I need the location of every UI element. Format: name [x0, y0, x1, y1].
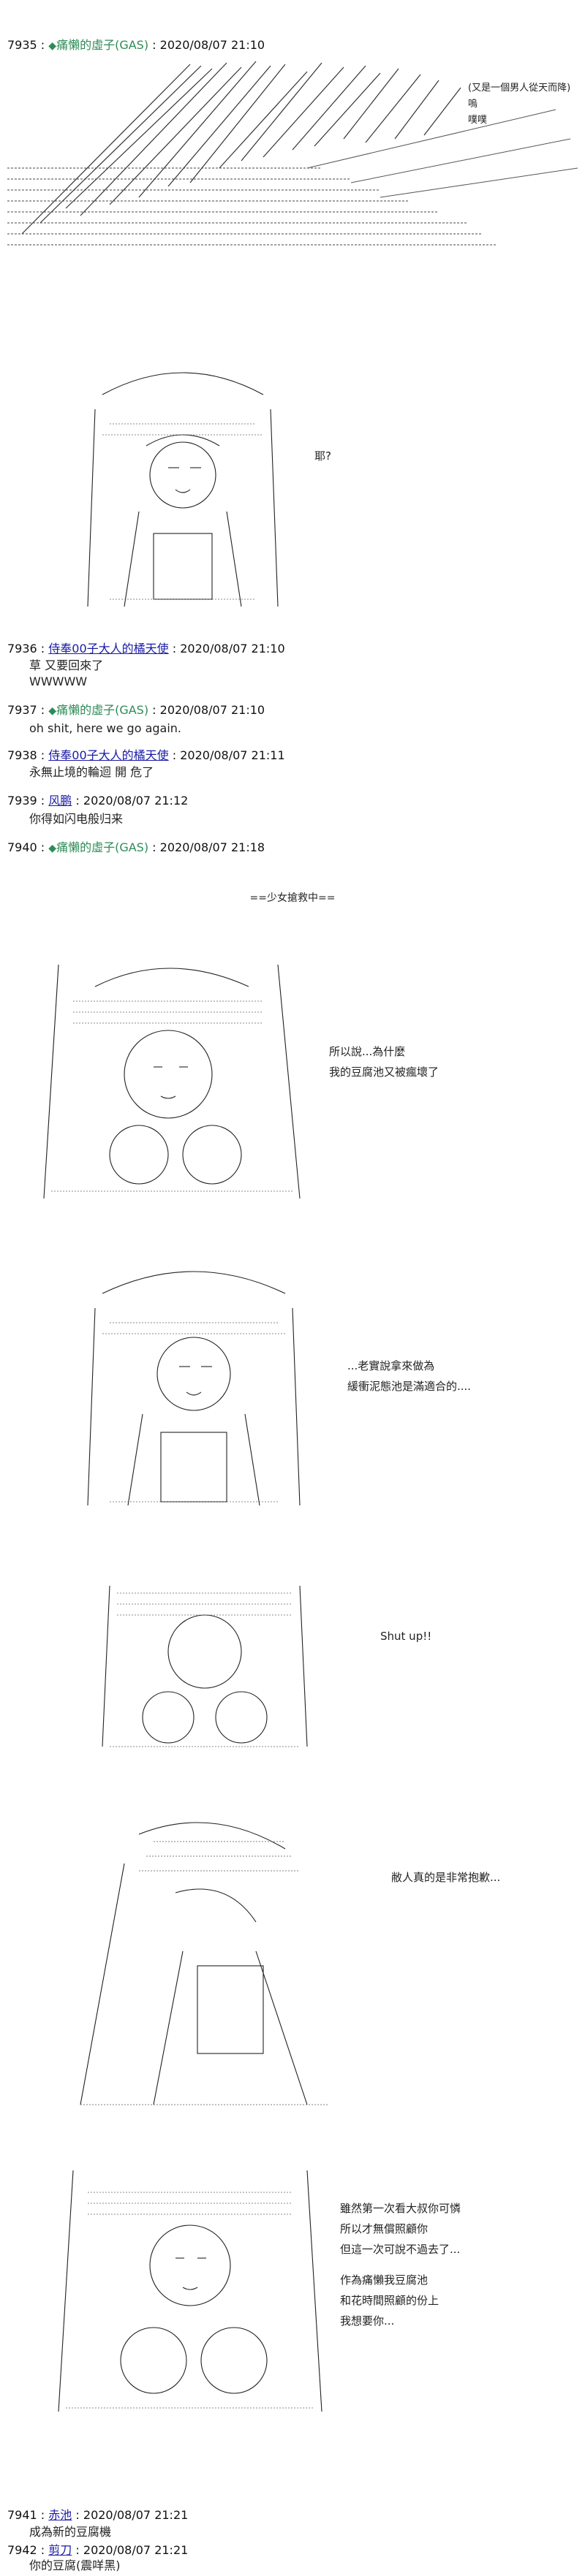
speech-line: 但這一次可說不過去了... [340, 2243, 461, 2256]
post-header-7941: 7941 : 赤池 : 2020/08/07 21:21 [7, 2508, 188, 2523]
speech-line: Shut up!! [380, 1630, 432, 1643]
speech-panel-4: 敝人真的是非常抱歉... [391, 1867, 500, 1888]
speech-line: 和花時間照顧的份上 [340, 2294, 439, 2307]
post-number: 7937 : [7, 703, 45, 717]
speech-line: 我的豆腐池又被瘋壞了 [329, 1065, 439, 1079]
speech-panel-2: ...老實說拿來做為 緩衝泥態池是滿適合的.... [347, 1356, 471, 1397]
post-time: : 2020/08/07 21:21 [75, 2508, 189, 2522]
ascii-art-girl-panel-5 [44, 2163, 336, 2419]
post-time: : 2020/08/07 21:21 [75, 2543, 189, 2557]
post-author[interactable]: 痛懶的虛子(GAS) [56, 840, 149, 854]
post-number: 7941 : [7, 2508, 45, 2522]
post-line: 草 又要回來了 [29, 658, 104, 672]
post-header-7938: 7938 : 侍奉00子大人的橘天使 : 2020/08/07 21:11 [7, 748, 285, 763]
post-author[interactable]: 侍奉00子大人的橘天使 [48, 748, 169, 762]
post-line: 噗噗 [468, 115, 488, 126]
post-number: 7942 : [7, 2543, 45, 2557]
post-author[interactable]: 痛懶的虛子(GAS) [56, 38, 149, 52]
post-header-7940: 7940 : ◆痛懶的虛子(GAS) : 2020/08/07 21:18 [7, 840, 265, 856]
post-line: 成為新的豆腐機 [29, 2525, 112, 2539]
trip-diamond-icon: ◆ [48, 705, 57, 717]
post-time: : 2020/08/07 21:11 [172, 748, 285, 762]
post-body-7938: 永無止境的輪迴 開 危了 [29, 764, 154, 780]
speech-panel-5: 雖然第一次看大叔你可憐 所以才無償照顧你 但這一次可說不過去了... 作為痛懶我… [340, 2198, 461, 2331]
speech-panel-1: 所以說...為什麼 我的豆腐池又被瘋壞了 [329, 1041, 439, 1082]
speech-line: 敝人真的是非常抱歉... [391, 1871, 501, 1884]
post-time: : 2020/08/07 21:18 [152, 840, 265, 854]
post-body-7937: oh shit, here we go again. [29, 721, 181, 737]
post-body-7941: 成為新的豆腐機 [29, 2524, 111, 2540]
post-author[interactable]: 侍奉00子大人的橘天使 [48, 642, 169, 656]
post-header-7937: 7937 : ◆痛懶的虛子(GAS) : 2020/08/07 21:10 [7, 703, 265, 718]
post-body-7942: 你的豆腐(震咩黑) [29, 2558, 121, 2574]
post-author[interactable]: 赤池 [48, 2508, 72, 2522]
speech-line: 作為痛懶我豆腐池 [340, 2273, 429, 2287]
post-number: 7940 : [7, 840, 45, 854]
post-header-7935: 7935 : ◆痛懶的虛子(GAS) : 2020/08/07 21:10 [7, 38, 265, 53]
post-time: : 2020/08/07 21:10 [172, 642, 285, 656]
post-time: : 2020/08/07 21:12 [75, 794, 189, 808]
post-line: 你得如闪电般归来 [29, 812, 124, 826]
ascii-art-girl-panel-3 [95, 1571, 314, 1754]
post-author[interactable]: 痛懶的虛子(GAS) [56, 703, 149, 717]
post-number: 7939 : [7, 794, 45, 808]
post-line: 永無止境的輪迴 開 危了 [29, 765, 154, 779]
post-body-7939: 你得如闪电般归来 [29, 811, 123, 827]
post-author[interactable]: 风鹏 [48, 794, 72, 808]
speech-line: ...老實說拿來做為 [347, 1359, 435, 1372]
speech-panel-3: Shut up!! [380, 1626, 431, 1646]
speech-line: 所以才無償照顧你 [340, 2222, 429, 2235]
post-author[interactable]: 剪刀 [48, 2543, 72, 2557]
ascii-art-man-panel-2 [73, 1264, 314, 1513]
post-body-7936: 草 又要回來了 WWWWW [29, 658, 103, 690]
post-line: oh shit, here we go again. [29, 721, 182, 735]
interlude-caption: ==少女搶救中== [249, 892, 336, 904]
trip-diamond-icon: ◆ [48, 40, 57, 52]
ascii-art-man-character [73, 365, 292, 614]
ascii-art-meteor-streaks [0, 58, 585, 256]
post-header-7936: 7936 : 侍奉00子大人的橘天使 : 2020/08/07 21:10 [7, 642, 285, 656]
ascii-art-man-bowing-panel-4 [66, 1805, 344, 2112]
post-number: 7938 : [7, 748, 45, 762]
trip-diamond-icon: ◆ [48, 843, 57, 854]
post-number: 7936 : [7, 642, 45, 656]
post-time: : 2020/08/07 21:10 [152, 38, 265, 52]
speech-line: 所以說...為什麼 [329, 1045, 406, 1058]
ascii-art-girl-panel-1 [29, 957, 314, 1213]
post-line: 你的豆腐(震咩黑) [29, 2558, 121, 2572]
post-line: (又是一個男人從天而降) [468, 83, 571, 94]
speech-line: 雖然第一次看大叔你可憐 [340, 2202, 461, 2215]
post-header-7942: 7942 : 剪刀 : 2020/08/07 21:21 [7, 2543, 188, 2558]
speech-line: 我想要你... [340, 2314, 395, 2328]
post-header-7939: 7939 : 风鹏 : 2020/08/07 21:12 [7, 794, 188, 808]
post-number: 7935 : [7, 38, 45, 52]
post-line: 嗚 [468, 99, 478, 110]
speech-huh: 耶? [314, 449, 331, 463]
post-line: WWWWW [29, 675, 88, 688]
post-time: : 2020/08/07 21:10 [152, 703, 265, 717]
speech-line: 緩衝泥態池是滿適合的.... [347, 1380, 472, 1393]
post-body-7935: (又是一個男人從天而降) 嗚 噗噗 [468, 80, 570, 129]
